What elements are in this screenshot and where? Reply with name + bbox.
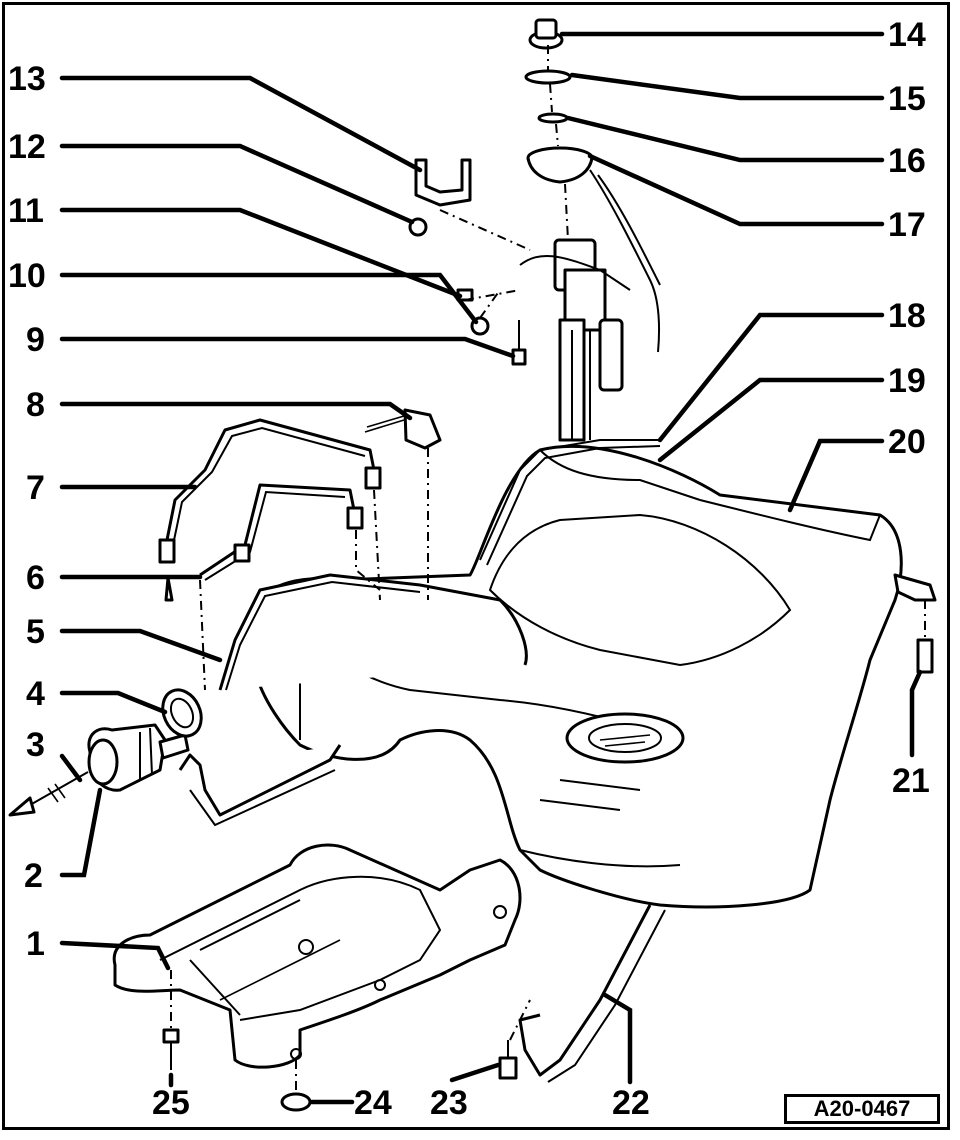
callout-25: 25 bbox=[152, 1084, 190, 1122]
callout-7: 7 bbox=[26, 469, 45, 507]
callout-14: 14 bbox=[888, 16, 926, 54]
callout-24: 24 bbox=[354, 1084, 392, 1122]
diagram-frame bbox=[2, 2, 950, 1130]
callout-3: 3 bbox=[26, 726, 45, 764]
cap-14 bbox=[528, 18, 564, 50]
callout-9: 9 bbox=[26, 321, 45, 359]
screw-9 bbox=[511, 320, 527, 366]
strap-left bbox=[178, 744, 342, 827]
strap-22 bbox=[518, 904, 666, 1083]
callout-8: 8 bbox=[26, 386, 45, 424]
callout-19: 19 bbox=[888, 362, 926, 400]
callout-10: 10 bbox=[8, 257, 46, 295]
fuel-filter bbox=[87, 723, 190, 792]
seal-ring-15 bbox=[524, 69, 572, 85]
reference-code: A20-0467 bbox=[784, 1094, 940, 1124]
callout-21: 21 bbox=[892, 762, 930, 800]
callout-5: 5 bbox=[26, 613, 45, 651]
callout-6: 6 bbox=[26, 559, 45, 597]
leader-lines bbox=[59, 31, 923, 1105]
nut-24 bbox=[280, 1060, 312, 1112]
callout-22: 22 bbox=[612, 1084, 650, 1122]
callout-4: 4 bbox=[26, 675, 45, 713]
arrow-6 bbox=[164, 576, 174, 602]
callout-16: 16 bbox=[888, 142, 926, 180]
bracket-13 bbox=[414, 158, 472, 207]
callout-numbers: 1 2 3 4 5 6 7 8 9 10 11 12 13 14 15 16 1… bbox=[8, 16, 930, 1122]
clamp-4 bbox=[161, 688, 203, 738]
callout-11: 11 bbox=[8, 192, 44, 230]
screw-23 bbox=[498, 1040, 518, 1080]
callout-23: 23 bbox=[430, 1084, 468, 1122]
seal-ring-16 bbox=[537, 112, 569, 124]
bracket-21-mount bbox=[893, 573, 937, 674]
callout-13: 13 bbox=[8, 60, 46, 98]
heat-shield bbox=[112, 843, 522, 1069]
fuel-lines bbox=[158, 418, 661, 691]
callout-2: 2 bbox=[24, 857, 43, 895]
callout-18: 18 bbox=[888, 297, 926, 335]
callout-1: 1 bbox=[26, 925, 45, 963]
callout-17: 17 bbox=[888, 206, 926, 244]
callout-20: 20 bbox=[888, 423, 926, 461]
fuel-pump-unit bbox=[519, 146, 661, 442]
bolt-25 bbox=[162, 970, 180, 1070]
connector-8 bbox=[364, 408, 442, 450]
callout-12: 12 bbox=[8, 128, 46, 166]
callout-15: 15 bbox=[888, 80, 926, 118]
